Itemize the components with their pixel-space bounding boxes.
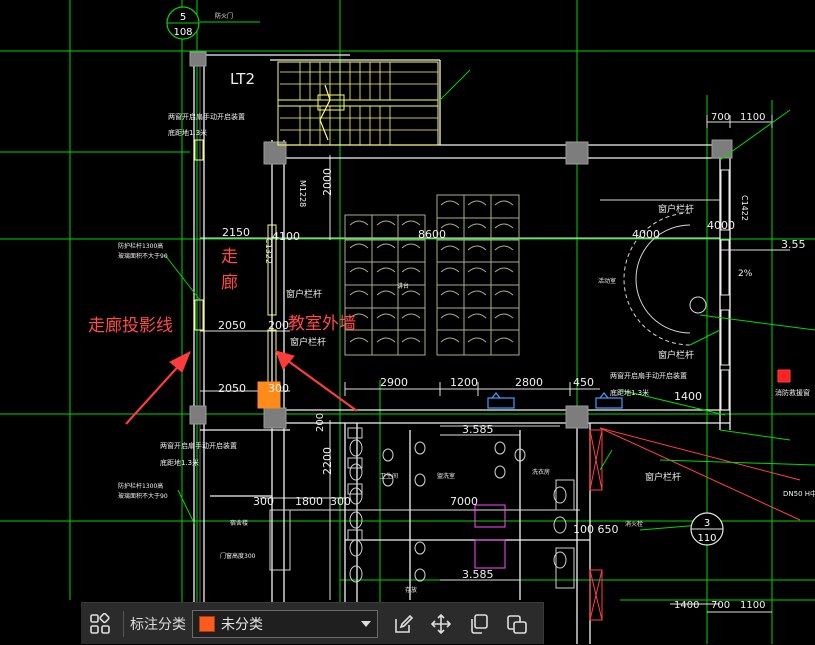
edit-icon[interactable] <box>384 603 422 645</box>
svg-text:108: 108 <box>173 27 192 38</box>
paste-icon[interactable] <box>498 603 536 645</box>
category-color-swatch <box>199 615 215 632</box>
dim-label: 2050 <box>218 319 246 332</box>
svg-text:宿舍楼: 宿舍楼 <box>230 519 248 527</box>
annotation-arrows <box>125 350 358 425</box>
restroom-fixtures <box>269 425 575 589</box>
dim-label: 2000 <box>321 168 334 196</box>
window-code: C1322 <box>264 238 273 264</box>
dim-label: 2800 <box>515 376 543 389</box>
svg-text:底距地1.3米: 底距地1.3米 <box>610 388 649 397</box>
dim-label: 3.585 <box>462 423 494 436</box>
structural-columns <box>189 51 733 429</box>
corridor-projection-label: 走廊投影线 <box>88 316 173 336</box>
category-label: 标注分类 <box>130 616 186 633</box>
dim-label: 1100 <box>740 112 765 123</box>
svg-text:盥洗室: 盥洗室 <box>437 472 455 480</box>
slope-label: 2% <box>738 269 753 279</box>
right-windows <box>194 139 730 411</box>
dim-label: 2050 <box>218 382 246 395</box>
grid-apps-icon[interactable] <box>81 603 119 645</box>
dim-label: 2900 <box>380 376 408 389</box>
dim-label: 4000 <box>632 228 660 241</box>
staircase-lt2 <box>277 61 439 146</box>
drawing-text: LT2 2150 4100 8600 4000 4000 2050 200 20… <box>118 12 815 611</box>
svg-text:讲台: 讲台 <box>397 282 409 290</box>
dim-label: 2150 <box>222 226 250 239</box>
dim-label: 100 650 <box>573 523 619 536</box>
dim-label: 1400 <box>674 390 702 403</box>
svg-text:玻璃面积不大于90: 玻璃面积不大于90 <box>118 492 168 500</box>
svg-text:110: 110 <box>697 533 716 544</box>
svg-text:存放: 存放 <box>405 586 417 594</box>
move-icon[interactable] <box>422 603 460 645</box>
dim-label: 7000 <box>450 495 478 508</box>
dimension-lines <box>200 115 790 613</box>
axis-bubble-3: 3 110 <box>690 512 724 546</box>
window-rail-label: 窗户栏杆 <box>286 288 322 300</box>
copy-icon[interactable] <box>460 603 498 645</box>
dim-label: 200 <box>315 413 326 432</box>
stair-label: LT2 <box>230 70 255 88</box>
svg-text:卫生间: 卫生间 <box>380 472 398 480</box>
dim-label: 1200 <box>450 376 478 389</box>
category-select-value: 未分类 <box>221 616 263 633</box>
chevron-down-icon <box>361 620 371 627</box>
window-rail-label: 窗户栏杆 <box>658 349 694 361</box>
blue-signs <box>487 392 623 409</box>
svg-text:底距地1.3米: 底距地1.3米 <box>168 128 207 137</box>
svg-text:5: 5 <box>180 12 186 23</box>
axis-bubble-5: 5 108 <box>166 6 200 40</box>
fire-equipment <box>257 369 801 621</box>
svg-text:底距地1.3米: 底距地1.3米 <box>160 458 199 467</box>
category-select[interactable]: 未分类 <box>192 609 378 638</box>
dim-label: 1800 <box>295 495 323 508</box>
svg-text:两窗开启扇手动开启装置: 两窗开启扇手动开启装置 <box>610 371 687 380</box>
dim-label: 1100 <box>740 600 765 611</box>
svg-text:DN50 H中心=0.3: DN50 H中心=0.3 <box>783 489 815 498</box>
dim-label: 700 <box>711 600 730 611</box>
svg-text:玻璃面积不大于90: 玻璃面积不大于90 <box>118 252 168 260</box>
dim-label: 2200 <box>321 447 334 475</box>
svg-text:两窗开启扇手动开启装置: 两窗开启扇手动开启装置 <box>168 112 245 121</box>
classroom-desks-right <box>436 194 520 356</box>
dim-label: 450 <box>573 376 594 389</box>
building-walls <box>193 54 731 644</box>
window-rail-label: 窗户栏杆 <box>645 471 681 483</box>
svg-text:消防救援窗: 消防救援窗 <box>775 388 810 397</box>
window-rail-label: 窗户栏杆 <box>290 336 326 348</box>
dim-label: 1400 <box>674 600 699 611</box>
elevation-label: 3.55 <box>781 238 806 251</box>
svg-text:防护栏杆1300高: 防护栏杆1300高 <box>118 242 163 250</box>
dim-label: 3.585 <box>462 568 494 581</box>
svg-text:3: 3 <box>704 518 710 529</box>
window-code: C1422 <box>740 195 749 221</box>
dim-label: 4000 <box>707 219 735 232</box>
dim-label: 200 <box>268 319 289 332</box>
door-code: M1228 <box>298 180 307 207</box>
svg-text:消火栓: 消火栓 <box>625 520 643 528</box>
dim-label: 8600 <box>418 228 446 241</box>
svg-text:活动室: 活动室 <box>598 277 616 285</box>
activity-circle <box>600 199 720 346</box>
dim-label: 700 <box>711 112 730 123</box>
svg-text:门窗高度300: 门窗高度300 <box>220 552 256 560</box>
svg-text:洗衣房: 洗衣房 <box>532 468 550 476</box>
dim-label: 300 <box>268 382 289 395</box>
annotation-toolbar: 标注分类 未分类 <box>81 602 544 644</box>
svg-text:两窗开启扇手动开启装置: 两窗开启扇手动开启装置 <box>160 441 237 450</box>
toolbar-divider <box>123 610 124 637</box>
classroom-wall-label: 教室外墙 <box>288 314 356 334</box>
window-rail-label: 窗户栏杆 <box>658 203 694 215</box>
svg-text:防护栏杆1300高: 防护栏杆1300高 <box>118 482 163 490</box>
dim-label: 300 <box>330 495 351 508</box>
dim-label: 300 <box>253 495 274 508</box>
classroom-desks-left <box>344 214 426 356</box>
corridor-label: 走 廊 <box>221 247 238 294</box>
dim-label: 4100 <box>272 230 300 243</box>
leader-lines <box>164 21 815 531</box>
svg-text:防火门: 防火门 <box>215 12 233 20</box>
